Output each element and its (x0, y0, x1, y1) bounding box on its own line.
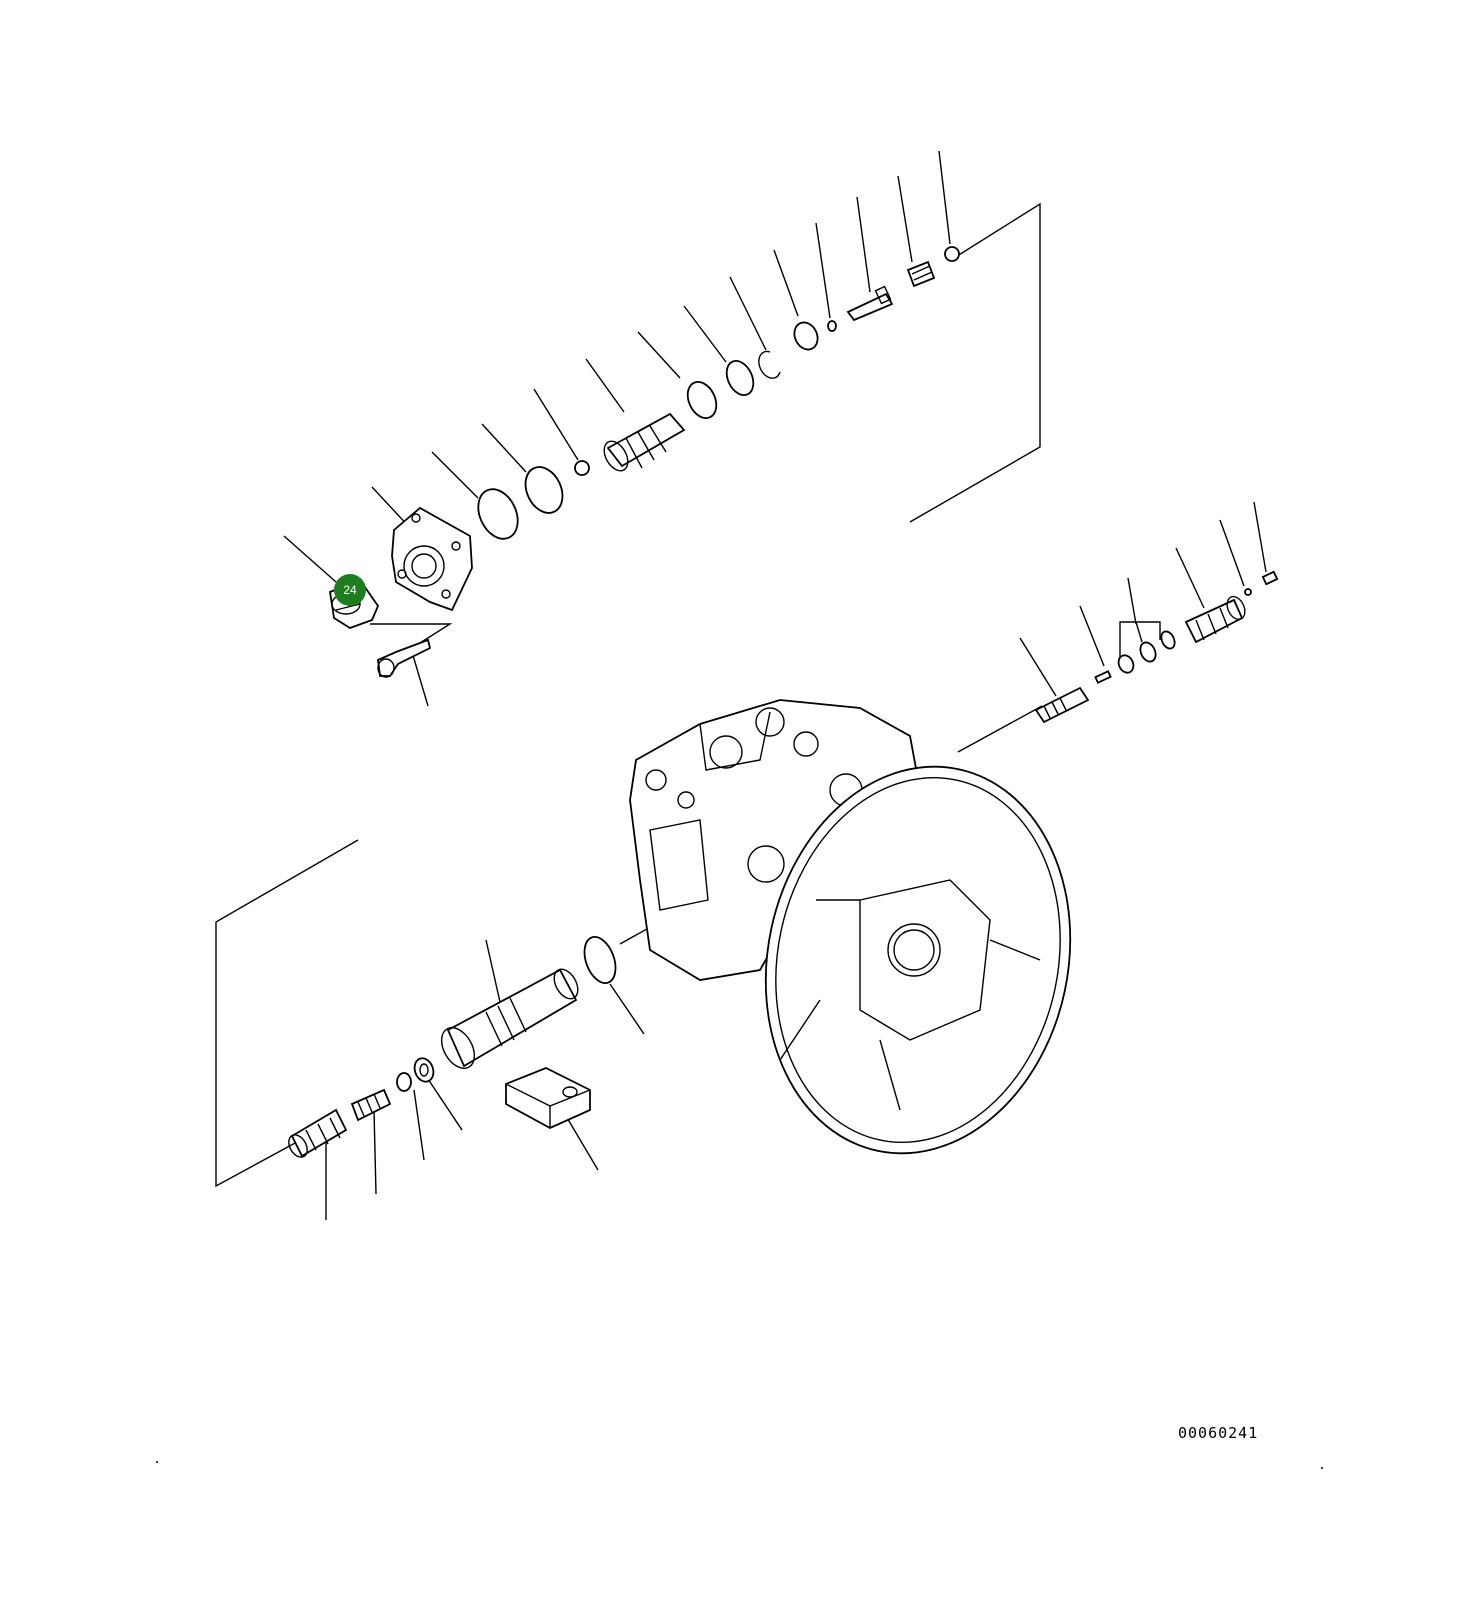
part-oring-4 (725, 360, 755, 396)
callout-24-label[interactable]: 24 (343, 583, 357, 597)
part-snap-ring (758, 350, 781, 379)
speck-left (156, 1461, 158, 1463)
part-oring-5 (793, 321, 819, 351)
part-washer-lower (413, 1057, 435, 1083)
part-adjust-screw-right (1184, 595, 1246, 644)
part-oring-2 (524, 466, 564, 514)
assembly-bracket-upper (909, 202, 1041, 523)
part-pin-right (1094, 670, 1112, 684)
part-plug-right (1261, 570, 1279, 586)
part-spring-small-upper (906, 260, 936, 288)
part-oring-right-1 (1160, 630, 1176, 650)
part-valve-piston (846, 285, 894, 322)
part-key-block (505, 1067, 591, 1130)
part-spool-upper (603, 412, 686, 472)
leader-lines-right (957, 501, 1267, 753)
speck-right (1321, 1467, 1323, 1469)
part-spool-lower (440, 968, 579, 1069)
part-shaft-right (1034, 686, 1090, 724)
part-plug-upper (944, 246, 960, 262)
part-oring-right-2 (1139, 641, 1157, 663)
part-spring-lower-large (288, 1108, 348, 1158)
part-spring-lower-small (350, 1088, 392, 1122)
part-bolt (377, 638, 432, 678)
callout-24[interactable]: 24 (334, 574, 366, 606)
part-nut-small (574, 460, 590, 476)
assembly-bracket-lower (215, 839, 359, 1188)
leader-lines-lower (325, 623, 707, 1220)
part-flange-plate (391, 506, 473, 612)
part-oring-right-3 (1117, 654, 1135, 674)
drawing-number: 00060241 (1178, 1424, 1259, 1442)
flywheel-housing (764, 765, 1072, 1155)
part-oring-lower (583, 936, 617, 984)
leader-lines-upper (283, 150, 951, 583)
part-plug-lower (396, 1072, 412, 1092)
part-oring-1 (477, 488, 519, 540)
part-ball-right (1244, 588, 1252, 596)
part-oring-3 (686, 381, 718, 419)
part-oring-6 (827, 320, 837, 332)
callout-24-badge[interactable] (334, 574, 366, 606)
